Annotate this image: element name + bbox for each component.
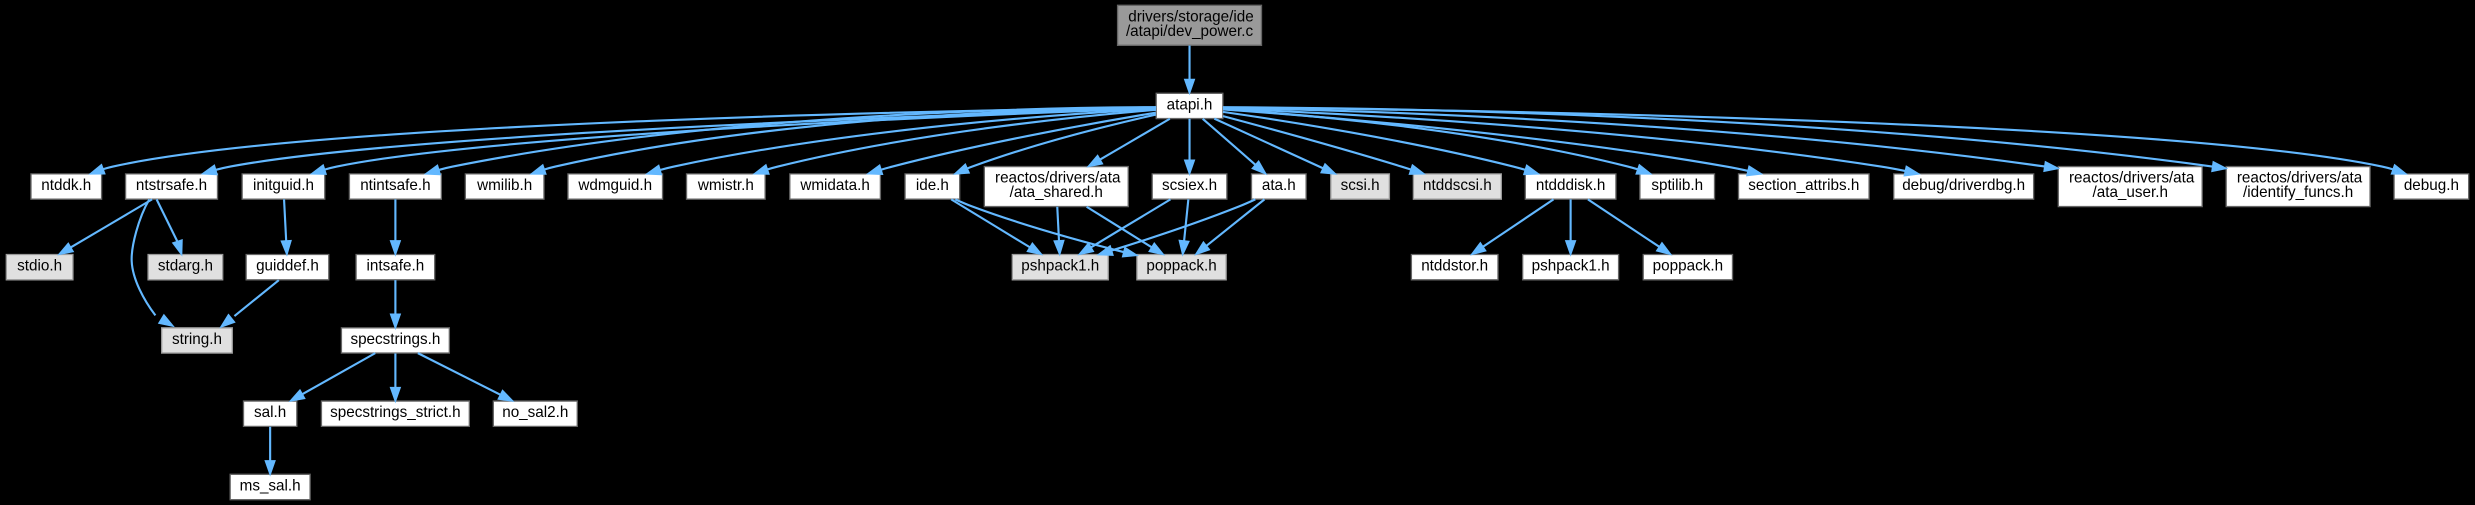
svg-text:ntddk.h: ntddk.h [41,177,91,194]
svg-text:scsiex.h: scsiex.h [1162,177,1217,194]
svg-text:stdarg.h: stdarg.h [158,257,213,274]
svg-text:/identify_funcs.h: /identify_funcs.h [2243,184,2353,201]
svg-text:section_attribs.h: section_attribs.h [1748,177,1859,194]
svg-text:sptilib.h: sptilib.h [1651,177,1703,194]
svg-text:intsafe.h: intsafe.h [367,257,425,274]
svg-text:wmilib.h: wmilib.h [476,177,532,194]
svg-text:poppack.h: poppack.h [1653,257,1723,274]
svg-text:guiddef.h: guiddef.h [256,257,319,274]
svg-text:ntddscsi.h: ntddscsi.h [1423,177,1492,194]
svg-text:scsi.h: scsi.h [1341,177,1380,194]
svg-text:debug/driverdbg.h: debug/driverdbg.h [1902,177,2025,194]
svg-text:ntintsafe.h: ntintsafe.h [360,177,430,194]
svg-text:sal.h: sal.h [254,404,286,421]
svg-text:reactos/drivers/ata: reactos/drivers/ata [2069,170,2195,187]
svg-text:ata.h: ata.h [1262,177,1296,194]
svg-text:drivers/storage/ide: drivers/storage/ide [1128,8,1253,25]
svg-text:/ata_user.h: /ata_user.h [2093,184,2168,201]
svg-text:pshpack1.h: pshpack1.h [1532,257,1610,274]
svg-text:pshpack1.h: pshpack1.h [1021,257,1099,274]
svg-text:string.h: string.h [172,331,222,348]
svg-text:ms_sal.h: ms_sal.h [240,477,301,494]
svg-text:/atapi/dev_power.c: /atapi/dev_power.c [1126,23,1254,40]
svg-text:specstrings_strict.h: specstrings_strict.h [330,404,461,421]
svg-text:stdio.h: stdio.h [17,257,62,274]
svg-text:debug.h: debug.h [2404,177,2459,194]
svg-text:wmistr.h: wmistr.h [697,177,754,194]
svg-text:/ata_shared.h: /ata_shared.h [1010,184,1103,201]
svg-text:ntstrsafe.h: ntstrsafe.h [136,177,207,194]
svg-text:wdmguid.h: wdmguid.h [577,177,652,194]
svg-text:wmidata.h: wmidata.h [799,177,870,194]
svg-text:ntddstor.h: ntddstor.h [1421,257,1488,274]
svg-text:reactos/drivers/ata: reactos/drivers/ata [995,170,1121,187]
svg-text:ntdddisk.h: ntdddisk.h [1536,177,1606,194]
svg-text:no_sal2.h: no_sal2.h [502,404,568,421]
svg-text:initguid.h: initguid.h [253,177,314,194]
svg-text:specstrings.h: specstrings.h [350,331,440,348]
svg-text:atapi.h: atapi.h [1167,96,1213,113]
svg-text:ide.h: ide.h [916,177,949,194]
svg-text:reactos/drivers/ata: reactos/drivers/ata [2237,170,2363,187]
svg-text:poppack.h: poppack.h [1146,257,1216,274]
